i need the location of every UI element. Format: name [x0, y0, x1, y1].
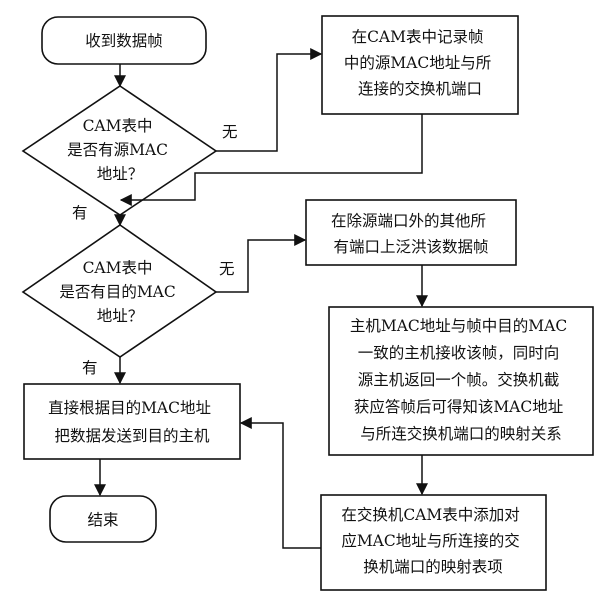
source-check-line: CAM表中: [83, 117, 153, 135]
source-check-text: CAM表中 是否有源MAC 地址？: [67, 117, 173, 183]
edge-label-destination-no: 无: [219, 260, 235, 278]
add-entry-line: 换机端口的映射表项: [363, 558, 503, 576]
host-reply-text: 主机MAC地址与帧中目的MAC 一致的主机接收该帧，同时向 源主机返回一个帧。交…: [350, 317, 572, 443]
flood-box: [305, 199, 517, 266]
start-line: 收到数据帧: [85, 32, 163, 50]
host-reply-line: 与所连交换机端口的映射关系: [360, 425, 562, 443]
end-terminal: [49, 495, 157, 543]
flood-line: 有端口上泛洪该数据帧: [333, 238, 488, 256]
host-reply-line: 源主机返回一个帧。交换机截: [358, 371, 560, 389]
end-line: 结束: [87, 511, 118, 529]
record-source-line: 中的源MAC地址与所: [344, 54, 491, 72]
host-reply-line: 一致的主机接收该帧，同时向: [358, 344, 560, 362]
destination-check-line: 是否有目的MAC: [59, 283, 175, 301]
edge-label-destination-yes: 有: [82, 359, 98, 377]
add-entry-box: [320, 494, 547, 591]
start-text: 收到数据帧: [85, 32, 163, 50]
edge-record-return: [119, 114, 423, 206]
host-reply-line: 主机MAC地址与帧中目的MAC: [350, 317, 567, 335]
end-text: 结束: [87, 511, 118, 529]
source-check-line: 地址？: [97, 165, 144, 183]
forward-line: 直接根据目的MAC地址: [48, 399, 211, 417]
destination-check-text: CAM表中 是否有目的MAC 地址？: [59, 259, 180, 325]
flood-text: 在除源端口外的其他所 有端口上泛洪该数据帧: [331, 212, 491, 256]
record-source-line: 在CAM表中记录帧: [352, 28, 484, 46]
host-reply-box: [328, 306, 594, 456]
add-entry-line: 应MAC地址与所连接的交: [341, 531, 519, 550]
add-entry-line: 在交换机CAM表中添加对: [341, 506, 519, 524]
forward-box: [23, 383, 241, 460]
destination-check-line: 地址？: [97, 307, 144, 325]
host-reply-line: 获应答帧后可得知该MAC地址: [354, 397, 563, 416]
edge-add-to-forward: [239, 417, 321, 549]
add-entry-text: 在交换机CAM表中添加对 应MAC地址与所连接的交 换机端口的映射表项: [341, 506, 524, 576]
destination-check-line: CAM表中: [83, 259, 153, 277]
record-source-text: 在CAM表中记录帧 中的源MAC地址与所 连接的交换机端口: [344, 28, 496, 98]
record-source-box: [321, 15, 519, 115]
forward-line: 把数据发送到目的主机: [54, 427, 210, 445]
edge-source-no: [216, 48, 323, 152]
record-source-line: 连接的交换机端口: [358, 80, 482, 98]
source-check-line: 是否有源MAC: [67, 141, 168, 159]
flood-line: 在除源端口外的其他所: [331, 212, 486, 230]
forward-text: 直接根据目的MAC地址 把数据发送到目的主机: [48, 399, 216, 445]
edge-label-source-no: 无: [222, 123, 238, 141]
edge-label-source-yes: 有: [72, 204, 88, 222]
start-terminal: [41, 16, 207, 65]
edge-destination-no: [216, 234, 307, 293]
